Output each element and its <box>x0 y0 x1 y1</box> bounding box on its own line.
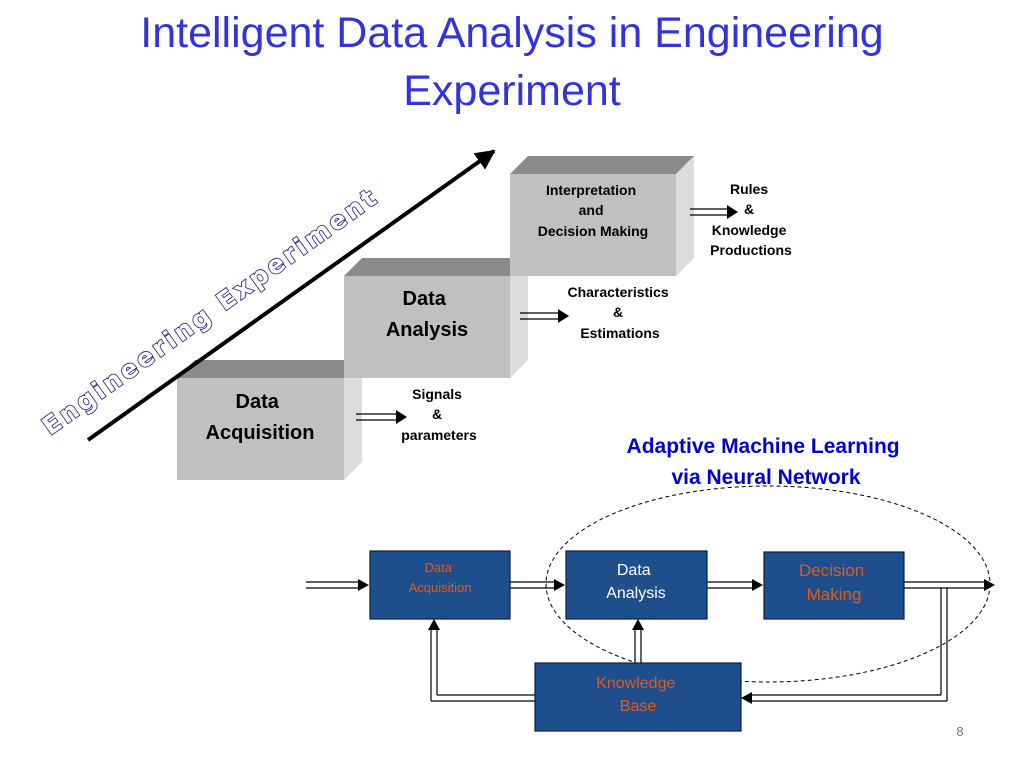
output-arrow <box>904 579 995 591</box>
knowledge-to-acquisition-feedback <box>428 619 535 702</box>
svg-text:Interpretation and: Interpretation and Decision Making <box>538 182 648 239</box>
page-number: 8 <box>956 724 964 739</box>
step-3-label-line-1: Interpretation <box>546 182 636 198</box>
step-2-label-line-2: Analysis <box>386 319 468 341</box>
step-2-front-face <box>344 276 510 378</box>
slide-title-line-2: Experiment <box>403 67 621 115</box>
step-data-analysis: Data Analysis <box>344 258 528 378</box>
step-2-output-label: Characteristics & Estimations <box>567 284 672 341</box>
step-data-acquisition: Data Acquisition <box>177 360 362 480</box>
nn-block-data-analysis: Data Analysis <box>565 550 708 620</box>
svg-text:Data Acquisition: Data Acquisition <box>409 560 472 595</box>
svg-text:Knowledge Base: Knowledge Base <box>596 675 680 715</box>
step-3-top-face <box>510 156 694 174</box>
svg-text:Data Analysis: Data Analysis <box>386 288 468 341</box>
step-2-top-face <box>344 258 528 276</box>
neural-network-diagram: Adaptive Machine Learning via Neural Net… <box>306 435 995 732</box>
knowledge-to-analysis-link <box>632 619 644 663</box>
step-1-output-label: Signals & parameters <box>401 386 477 443</box>
slide-title-line-1: Intelligent Data Analysis in Engineering <box>140 9 884 57</box>
step-3-side-face <box>676 156 694 276</box>
step-interpretation-decision: Interpretation and Decision Making <box>510 156 694 276</box>
nn-block-data-acquisition: Data Acquisition <box>369 550 511 620</box>
analysis-to-decision-arrow <box>707 579 763 591</box>
step-1-top-face <box>177 360 362 378</box>
slide-title: Intelligent Data Analysis in Engineering… <box>0 4 1024 120</box>
step-1-front-face <box>177 378 344 480</box>
step-1-label-line-1: Data <box>236 391 280 413</box>
step-3-label-line-2: and <box>579 202 604 218</box>
step-2-label-line-1: Data <box>403 288 447 310</box>
input-arrow <box>306 579 369 591</box>
step-3-output-label: Rules & Knowledge Productions <box>710 181 792 258</box>
step-1-side-face <box>344 360 362 480</box>
step-1-output-arrow <box>356 410 407 424</box>
step-2-side-face <box>510 258 528 378</box>
output-to-knowledge-feedback <box>741 588 948 704</box>
svg-text:Data Analysis: Data Analysis <box>606 562 666 602</box>
step-1-label-line-2: Acquisition <box>206 422 315 444</box>
engineering-experiment-staircase: Data Acquisition Data Analysis Interpret… <box>36 149 792 480</box>
svg-text:Data Acquisition: Data Acquisition <box>206 391 315 444</box>
svg-text:Decision Making: Decision Making <box>799 561 869 604</box>
experiment-progress-arrow <box>86 149 496 442</box>
step-3-front-face <box>510 174 676 276</box>
nn-block-knowledge-base: Knowledge Base <box>534 662 742 732</box>
step-3-label-line-3: Decision Making <box>538 223 648 239</box>
step-2-output-arrow <box>520 309 569 323</box>
nn-block-decision-making: Decision Making <box>763 551 905 620</box>
acquisition-to-analysis-arrow <box>510 579 565 591</box>
step-3-output-arrow <box>690 205 738 219</box>
adaptive-learning-caption: Adaptive Machine Learning via Neural Net… <box>627 435 906 489</box>
